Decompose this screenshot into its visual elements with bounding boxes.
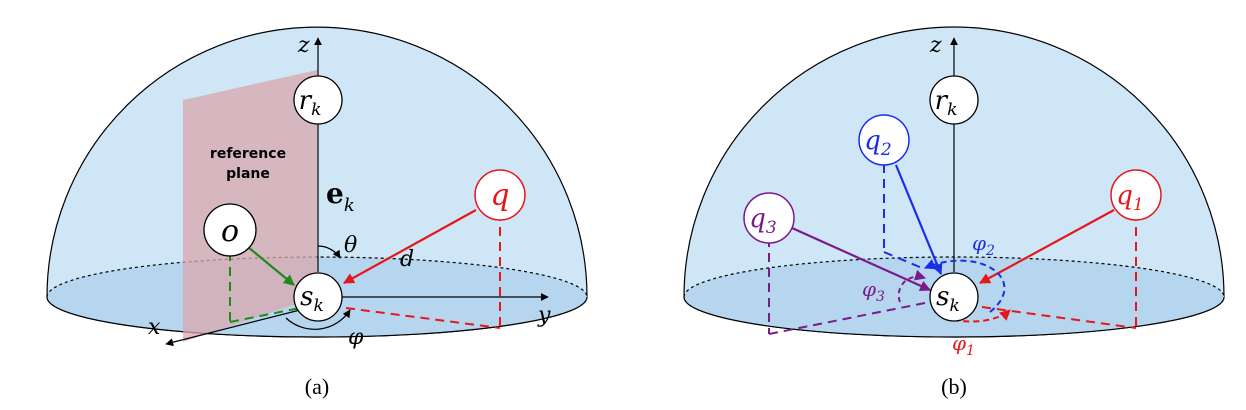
svg-text:rk: rk <box>299 86 322 120</box>
q-projection-base <box>345 307 501 329</box>
angle-phi2-label: φ2 <box>972 231 995 259</box>
caption-b: (b) <box>941 374 967 399</box>
svg-text:q3: q3 <box>749 204 776 238</box>
node-r-k-a: rk <box>293 75 343 125</box>
base-front-edge-a <box>46 296 588 338</box>
node-q2: q2 <box>858 114 910 166</box>
svg-text:q: q <box>490 178 509 213</box>
reference-plane-label-2: plane <box>226 166 270 182</box>
z-axis-label-b: z <box>929 33 942 58</box>
angle-phi1-label: φ1 <box>952 331 975 359</box>
node-r-k-b: rk <box>929 75 979 125</box>
svg-text:o: o <box>221 214 239 249</box>
phi3-arc <box>897 269 927 303</box>
x-axis-label: x <box>148 315 161 340</box>
q2-to-s-arrow <box>894 164 943 276</box>
panel-b: z φ1 φ2 φ3 rk sk q1 <box>683 26 1225 399</box>
caption-a: (a) <box>305 374 329 399</box>
reference-plane-label-1: reference <box>210 146 286 162</box>
q3-to-s-arrow <box>791 226 932 292</box>
angle-phi3-label: φ3 <box>862 277 885 305</box>
q-to-s-arrow <box>343 209 477 284</box>
phi1-arc <box>934 309 1011 323</box>
x-axis <box>165 309 301 347</box>
node-s-k-b: sk <box>929 272 979 322</box>
q3-projection-base <box>768 301 931 335</box>
distance-d-label: d <box>400 247 414 272</box>
node-q: q <box>474 169 526 221</box>
svg-text:sk: sk <box>300 282 324 316</box>
node-s-k-a: sk <box>293 272 343 322</box>
angle-theta-label: θ <box>344 233 357 258</box>
node-q1: q1 <box>1110 169 1162 221</box>
theta-arc <box>317 245 341 259</box>
z-axis-label-a: z <box>297 33 310 58</box>
o-projection-base <box>229 307 301 323</box>
svg-text:sk: sk <box>936 282 960 316</box>
reference-plane <box>183 70 317 342</box>
q1-projection-base <box>981 306 1137 329</box>
phi-arc <box>285 309 351 330</box>
vector-e-label: ek <box>326 177 355 216</box>
svg-text:q1: q1 <box>1116 181 1143 215</box>
angle-phi-label: φ <box>348 325 364 350</box>
q1-to-s-arrow <box>979 209 1115 284</box>
o-to-s-arrow <box>247 246 295 286</box>
q2-projection-base <box>883 251 923 269</box>
phi2-arc <box>923 259 1006 313</box>
node-o: o <box>203 203 257 257</box>
y-axis-label: y <box>537 303 551 328</box>
svg-text:rk: rk <box>935 86 958 120</box>
node-q3: q3 <box>743 192 795 244</box>
base-front-edge-b <box>683 296 1225 338</box>
panel-a: reference plane z x y ek θ φ d rk <box>46 26 588 399</box>
svg-text:q2: q2 <box>864 126 891 160</box>
